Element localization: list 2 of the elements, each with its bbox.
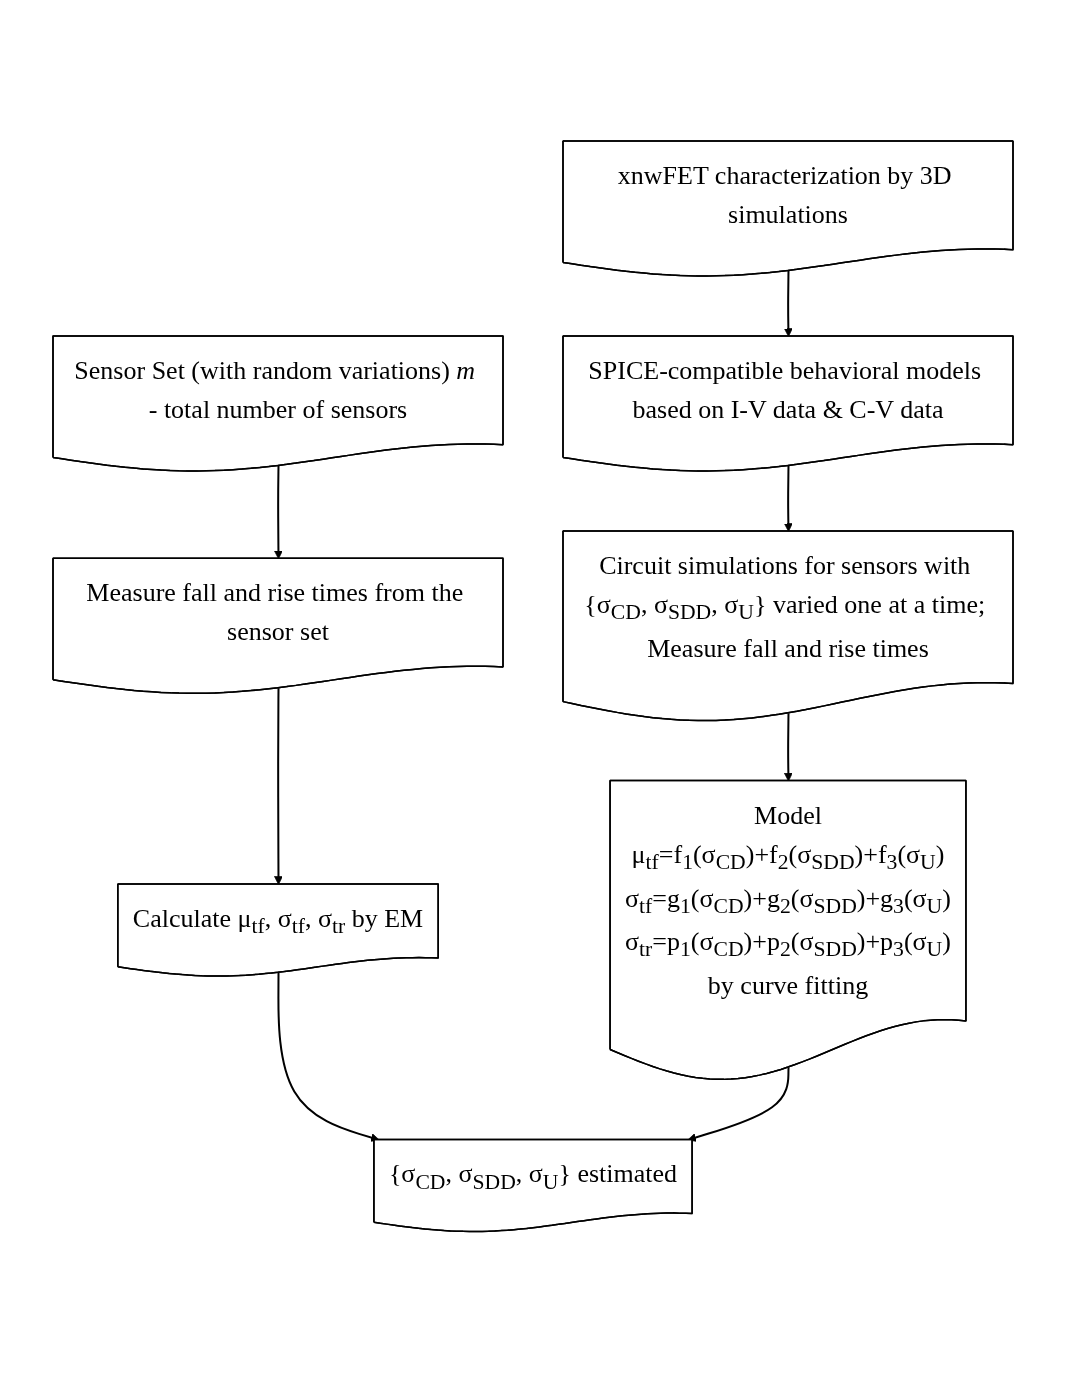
arrow [687,1066,790,1143]
arrow [277,972,380,1143]
